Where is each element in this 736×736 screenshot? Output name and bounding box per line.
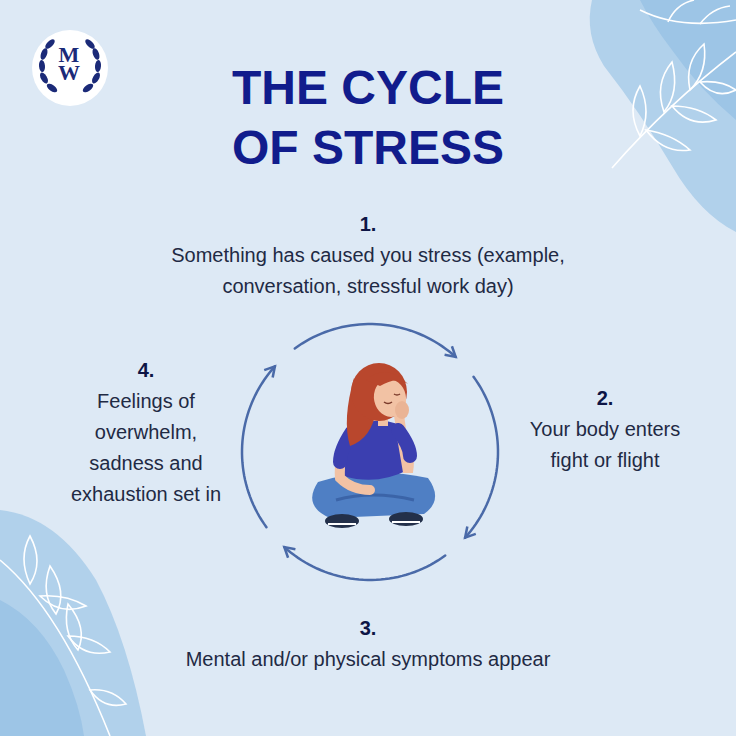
cycle-arrow (242, 366, 275, 527)
brush-stroke (0, 600, 84, 736)
step-description: Feelings of overwhelm, sadness and exhau… (60, 386, 232, 510)
laurel-wreath (38, 38, 101, 94)
logo-badge (32, 30, 108, 106)
step-text-block: 1.Something has caused you stress (examp… (143, 209, 593, 302)
logo-monogram: MW (58, 46, 80, 82)
step-description: Your body enters fight or flight (515, 414, 695, 476)
step-text-block: 3.Mental and/or physical symptoms appear (118, 613, 618, 675)
step-description: Something has caused you stress (example… (143, 240, 593, 302)
brush-stroke (640, 0, 736, 120)
woman-illustration (312, 363, 435, 528)
leaf-drawing (0, 536, 126, 736)
brush-stroke (590, 0, 736, 232)
step-description: Mental and/or physical symptoms appear (118, 644, 618, 675)
cycle-arrow (295, 324, 456, 357)
title: THE CYCLE OF STRESS (208, 58, 528, 178)
leaf-drawing (612, 0, 736, 168)
step-number: 3. (118, 613, 618, 644)
cycle-arrow (284, 547, 445, 580)
step-number: 2. (515, 383, 695, 414)
step-text-block: 4.Feelings of overwhelm, sadness and exh… (60, 355, 232, 510)
brush-stroke (0, 510, 146, 736)
cycle-arrow (465, 377, 498, 538)
step-number: 4. (60, 355, 232, 386)
step-number: 1. (143, 209, 593, 240)
step-text-block: 2.Your body enters fight or flight (515, 383, 695, 476)
